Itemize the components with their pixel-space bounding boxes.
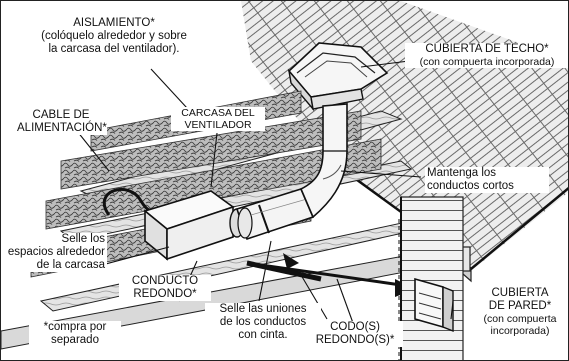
label-seal-joints-3: con cinta. xyxy=(238,329,288,341)
label-keep-ducts-short: Mantenga los conductos cortos xyxy=(425,167,549,193)
label-fan-housing-1: CARCASA DEL xyxy=(181,107,255,119)
label-power-cable: CABLE DE ALIMENTACIÓN* xyxy=(15,109,107,135)
label-wall-cap-4: incorporada) xyxy=(490,325,550,337)
label-seal-joints-2: de los conductos xyxy=(219,316,307,328)
label-round-duct: CONDUCTO REDONDO* xyxy=(119,275,211,301)
label-roof-cap-note: (con compuerta incorporada) xyxy=(419,56,555,68)
exterior-wall xyxy=(398,196,464,360)
wall-cap xyxy=(414,277,454,333)
label-round-duct-2: REDONDO* xyxy=(133,288,197,300)
label-elbows: CODO(S) REDONDO(S)* xyxy=(307,321,403,347)
label-seal-joints-1: Selle las uniones xyxy=(219,303,307,315)
label-insulation-title: AISLAMIENTO* xyxy=(73,17,155,29)
label-seal-gaps-1: Selle los xyxy=(61,233,105,245)
fan-housing xyxy=(143,190,245,261)
label-wall-cap: CUBIERTA DE PARED* (con compuerta incorp… xyxy=(471,287,568,337)
label-seal-gaps-3: de la carcasa xyxy=(36,259,105,271)
label-power-cable-2: ALIMENTACIÓN* xyxy=(17,122,107,134)
label-insulation-note-1: (colóquelo alrededor y sobre xyxy=(41,30,187,42)
elbow-and-riser xyxy=(299,103,348,219)
label-insulation: AISLAMIENTO* (colóquelo alrededor y sobr… xyxy=(17,17,211,56)
label-fan-housing-2: VENTILADOR xyxy=(184,119,252,131)
label-power-cable-1: CABLE DE xyxy=(32,109,90,121)
label-roof-cap-title: CUBIERTA DE TECHO* xyxy=(425,43,549,55)
label-purchased-separately: *compra por separado xyxy=(29,321,121,347)
label-seal-joints: Selle las uniones de los conductos con c… xyxy=(205,303,321,342)
label-insulation-note-2: la carcasa del ventilador). xyxy=(48,43,180,55)
roof-cap xyxy=(287,42,389,112)
label-keep-ducts-short-1: Mantenga los xyxy=(427,167,497,179)
label-wall-cap-2: DE PARED* xyxy=(488,300,552,312)
round-duct xyxy=(235,188,322,241)
label-seal-gaps: Selle los espacios alrededor de la carca… xyxy=(5,233,107,272)
label-round-duct-1: CONDUCTO xyxy=(131,275,199,287)
label-keep-ducts-short-2: conductos cortos xyxy=(427,180,514,192)
label-roof-cap: CUBIERTA DE TECHO* (con compuerta incorp… xyxy=(405,43,568,68)
label-wall-cap-1: CUBIERTA xyxy=(491,287,549,299)
label-elbows-2: REDONDO(S)* xyxy=(315,334,395,346)
label-seal-gaps-2: espacios alrededor xyxy=(7,246,105,258)
label-elbows-1: CODO(S) xyxy=(330,321,380,333)
label-purchased-separately-1: *compra por xyxy=(43,321,107,333)
label-purchased-separately-2: separado xyxy=(51,334,99,346)
label-fan-housing: CARCASA DEL VENTILADOR xyxy=(171,107,265,131)
label-wall-cap-3: (con compuerta xyxy=(483,313,557,325)
